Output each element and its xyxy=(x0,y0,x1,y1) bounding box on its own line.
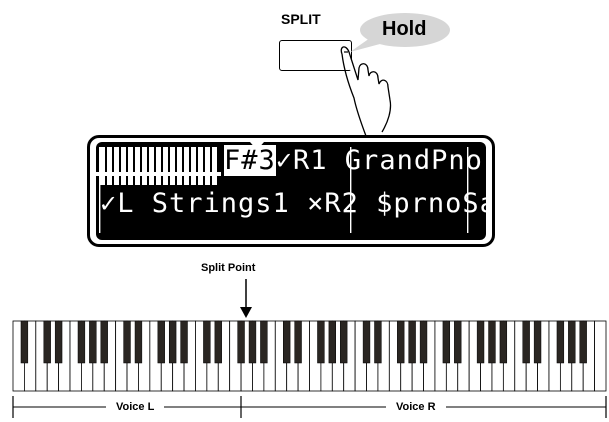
lcd-display: F#3✓R1 GrandPno ✓L Strings1 ×R2 $prnoSax xyxy=(87,135,495,247)
black-key xyxy=(522,320,530,364)
black-key xyxy=(408,320,416,364)
black-key xyxy=(533,320,542,364)
hand-icon xyxy=(340,46,392,137)
black-key xyxy=(476,320,485,364)
voice-range-bar xyxy=(12,396,607,418)
black-key xyxy=(454,320,462,364)
black-key xyxy=(168,320,177,364)
black-key xyxy=(556,320,565,364)
black-key xyxy=(499,320,508,364)
lcd-screen: F#3✓R1 GrandPno ✓L Strings1 ×R2 $prnoSax xyxy=(96,142,486,240)
black-key xyxy=(488,320,496,364)
black-key xyxy=(43,320,51,364)
black-key xyxy=(317,320,325,364)
lcd-right1-voice: ✓R1 GrandPno xyxy=(275,145,483,176)
black-key xyxy=(579,320,587,364)
black-key xyxy=(248,320,257,364)
black-key xyxy=(340,320,348,364)
voice-left-label: Voice L xyxy=(106,401,165,413)
split-note-letter: F xyxy=(224,145,242,176)
black-key xyxy=(397,320,405,364)
black-key xyxy=(362,320,371,364)
black-key xyxy=(328,320,336,364)
black-key xyxy=(134,320,143,364)
lcd-line-1: F#3✓R1 GrandPno xyxy=(224,145,483,176)
black-key xyxy=(100,320,108,364)
piano-keyboard xyxy=(12,320,607,392)
black-key xyxy=(419,320,428,364)
hold-bubble xyxy=(350,13,450,52)
mini-keyboard-icon xyxy=(96,142,469,233)
black-key xyxy=(283,320,291,364)
black-key xyxy=(214,320,222,364)
voice-right-label: Voice R xyxy=(386,401,446,413)
black-key xyxy=(442,320,451,364)
hold-text: Hold xyxy=(382,18,427,40)
lcd-line-2: ✓L Strings1 ×R2 $prnoSax xyxy=(100,188,486,219)
split-label: SPLIT xyxy=(281,11,321,27)
black-key xyxy=(20,320,29,364)
split-note-octave: #3 xyxy=(241,145,276,176)
black-key xyxy=(77,320,86,364)
black-key xyxy=(157,320,165,364)
white-keys xyxy=(12,320,607,392)
black-key xyxy=(89,320,97,364)
black-key xyxy=(294,320,302,364)
black-key xyxy=(180,320,188,364)
white-key xyxy=(594,320,607,392)
split-point-arrow-icon xyxy=(240,279,252,318)
split-point-label: Split Point xyxy=(201,262,256,274)
split-button[interactable] xyxy=(279,40,352,71)
black-key xyxy=(54,320,63,364)
black-key xyxy=(123,320,131,364)
black-key xyxy=(203,320,211,364)
black-key xyxy=(374,320,382,364)
black-key xyxy=(237,320,245,364)
black-key xyxy=(260,320,268,364)
black-key xyxy=(568,320,576,364)
black-keys xyxy=(20,320,587,364)
